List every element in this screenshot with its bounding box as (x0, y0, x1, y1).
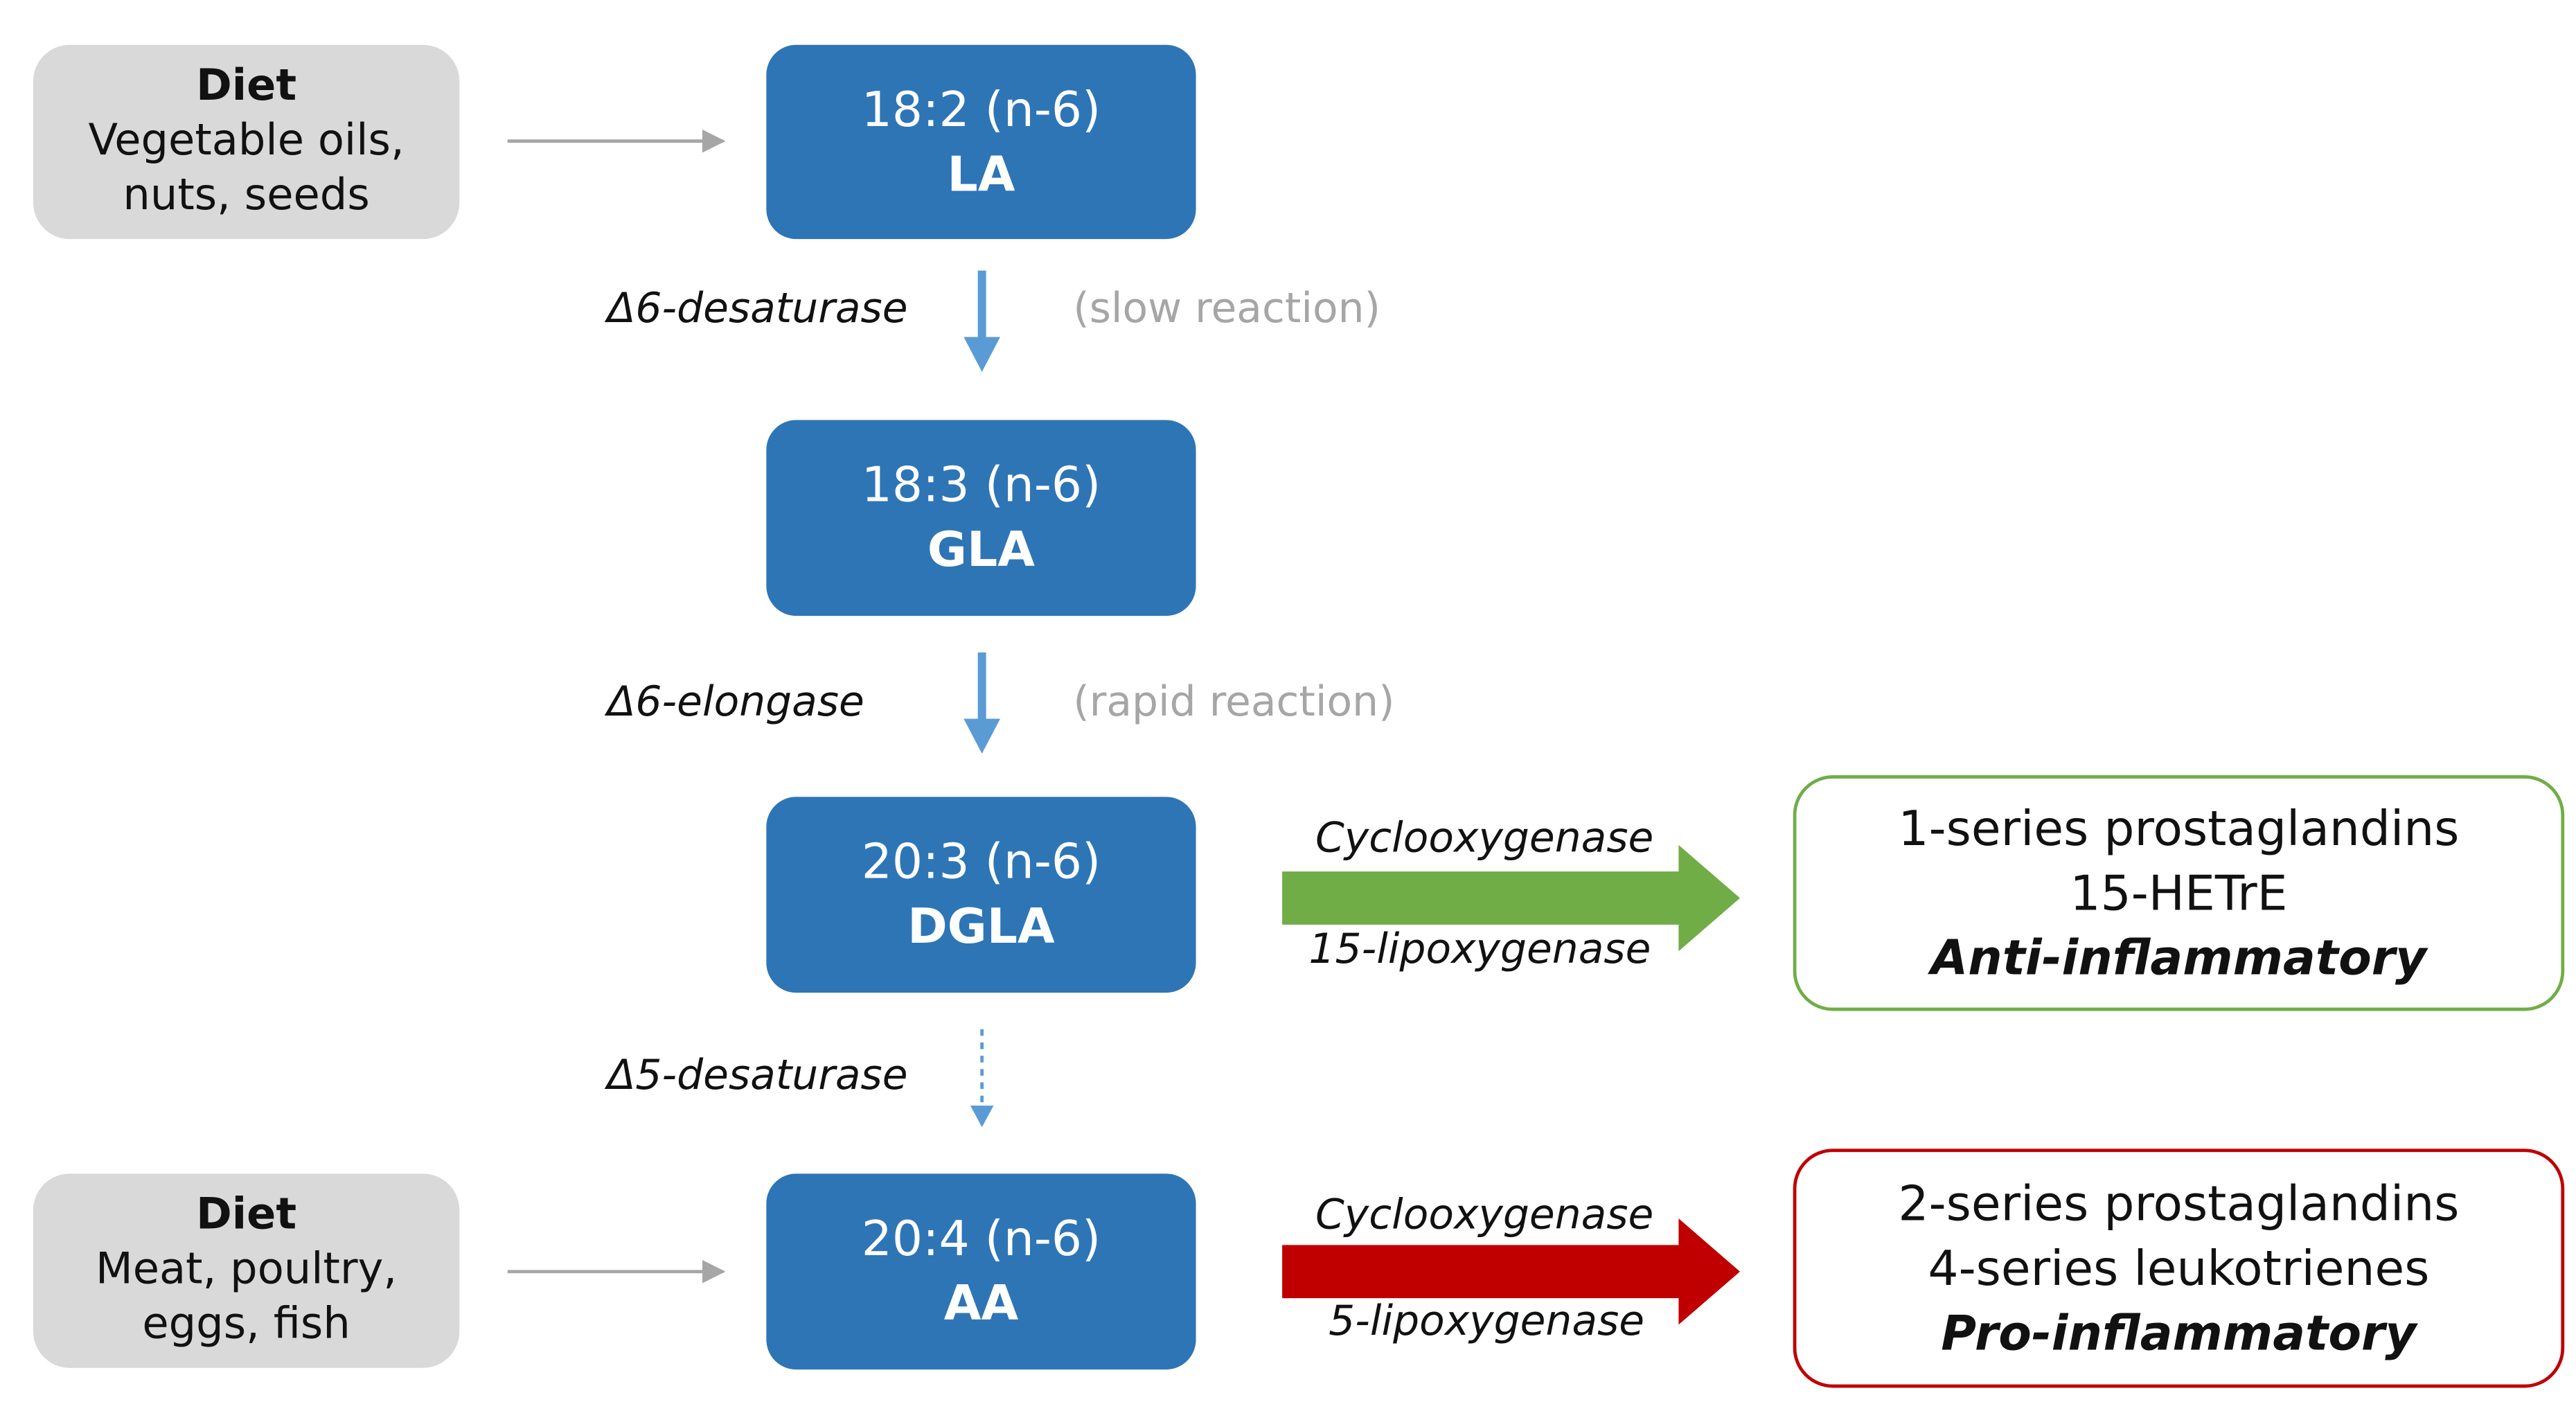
reaction-note-rapid: (rapid reaction) (1073, 677, 1395, 726)
diet-line: Vegetable oils, (88, 116, 405, 166)
anti-inflammatory-box: 1-series prostaglandins 15-HETrE Anti-in… (1793, 775, 2565, 1011)
fatty-acid-abbr: AA (943, 1275, 1019, 1331)
diet-line: nuts, seeds (123, 170, 370, 221)
metabolite-line: 2-series prostaglandins (1898, 1174, 2460, 1232)
fatty-acid-formula: 18:2 (n-6) (861, 80, 1101, 137)
fatty-acid-formula: 20:4 (n-6) (861, 1210, 1101, 1267)
enzyme-label-d6-elongase: Δ6-elongase (607, 677, 864, 726)
metabolite-line: 1-series prostaglandins (1898, 799, 2460, 856)
fatty-acid-abbr: DGLA (907, 898, 1055, 955)
fatty-acid-box-la: 18:2 (n-6) LA (766, 44, 1196, 240)
anti-inflammatory-arrow (1282, 844, 1741, 952)
fatty-acid-box-gla: 18:3 (n-6) GLA (766, 420, 1196, 616)
diet-box-animal: Diet Meat, poultry, eggs, fish (33, 1173, 460, 1368)
diet-line: eggs, fish (142, 1299, 350, 1350)
fatty-acid-box-dgla: 20:3 (n-6) DGLA (766, 797, 1196, 993)
reaction-note-slow: (slow reaction) (1073, 283, 1380, 332)
step-arrow-d5-desaturase (970, 1029, 994, 1128)
enzyme-label-5-lox: 5-lipoxygenase (1329, 1296, 1645, 1345)
fatty-acid-formula: 18:3 (n-6) (861, 456, 1101, 513)
diet-line: Meat, poultry, (95, 1245, 398, 1295)
pro-inflammatory-arrow (1282, 1218, 1741, 1325)
fatty-acid-abbr: LA (947, 145, 1015, 202)
pro-inflammatory-box: 2-series prostaglandins 4-series leukotr… (1793, 1148, 2565, 1388)
fatty-acid-formula: 20:3 (n-6) (861, 833, 1101, 890)
enzyme-label-15-lox: 15-lipoxygenase (1308, 924, 1651, 973)
fatty-acid-box-aa: 20:4 (n-6) AA (766, 1173, 1196, 1370)
enzyme-label-d5-desaturase: Δ5-desaturase (607, 1050, 908, 1099)
diet-heading: Diet (196, 61, 297, 112)
enzyme-label-d6-desaturase: Δ6-desaturase (607, 283, 908, 332)
fatty-acid-abbr: GLA (927, 521, 1035, 578)
enzyme-label-cox-anti: Cyclooxygenase (1315, 813, 1654, 862)
diet-box-plant: Diet Vegetable oils, nuts, seeds (33, 44, 460, 240)
step-arrow-d6-elongase (963, 652, 1001, 754)
metabolite-line: 4-series leukotrienes (1928, 1239, 2430, 1296)
effect-label-anti: Anti-inflammatory (1930, 928, 2427, 986)
diet-heading: Diet (196, 1190, 297, 1241)
step-arrow-d6-desaturase (963, 270, 1001, 372)
enzyme-label-cox-pro: Cyclooxygenase (1315, 1190, 1654, 1239)
metabolite-line: 15-HETrE (2070, 864, 2288, 921)
effect-label-pro: Pro-inflammatory (1941, 1304, 2417, 1360)
